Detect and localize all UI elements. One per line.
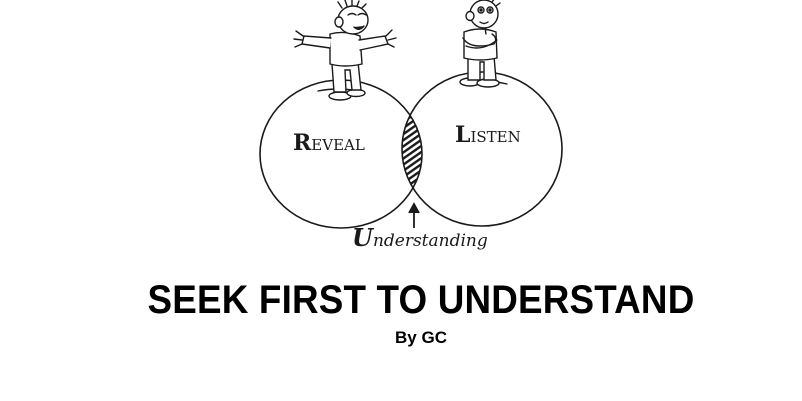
reveal-circle	[259, 79, 423, 229]
reveal-label: REVEAL	[293, 130, 365, 156]
understanding-label: Understanding	[352, 223, 488, 252]
slide-title: SEEK FIRST TO UNDERSTAND	[147, 278, 695, 322]
venn-illustration: REVEAL LISTEN Understanding	[259, 0, 563, 252]
person-arms-open-icon	[293, 0, 397, 101]
person-arms-crossed-icon	[459, 0, 508, 88]
slide-subtitle: By GC	[395, 328, 447, 347]
listen-circle	[401, 71, 563, 227]
listen-label: LISTEN	[455, 122, 521, 148]
up-arrow-icon	[408, 202, 420, 228]
